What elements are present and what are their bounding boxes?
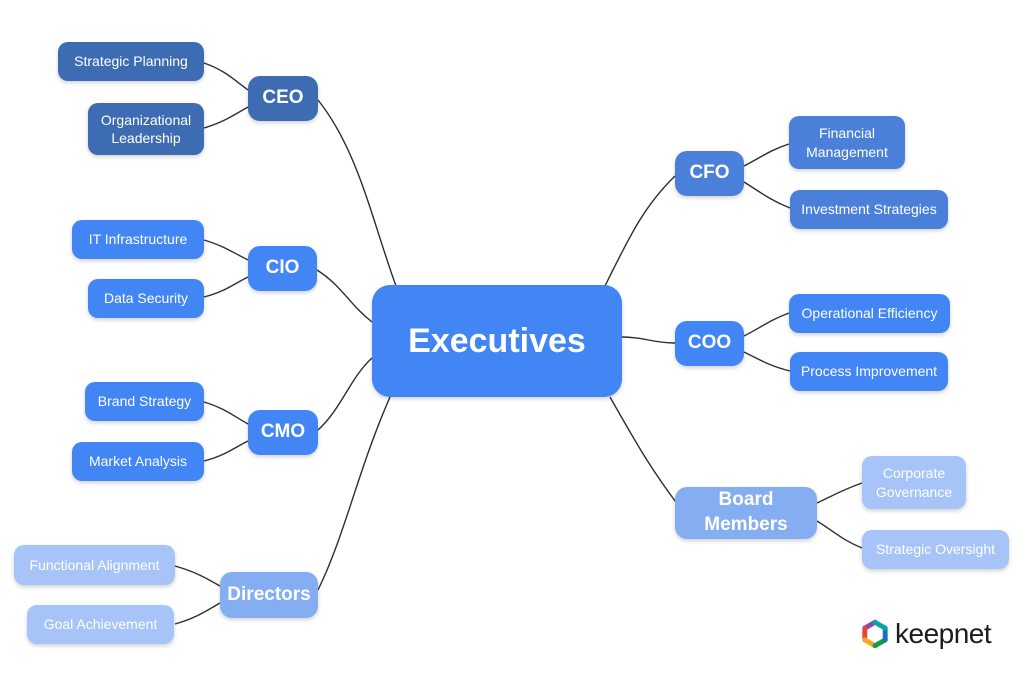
node-it-infrastructure: IT Infrastructure	[72, 220, 204, 259]
node-functional-alignment: Functional Alignment	[14, 545, 175, 585]
node-executives: Executives	[372, 285, 622, 397]
node-coo: COO	[675, 321, 744, 366]
node-organizational-leadership: Organizational Leadership	[88, 103, 204, 155]
node-strategic-planning: Strategic Planning	[58, 42, 204, 81]
node-process-improvement: Process Improvement	[790, 352, 948, 391]
node-directors: Directors	[220, 572, 318, 618]
node-board-members: Board Members	[675, 487, 817, 539]
node-cmo: CMO	[248, 410, 318, 455]
node-financial-management: Financial Management	[789, 116, 905, 169]
keepnet-logo-text: keepnet	[895, 618, 992, 649]
node-data-security: Data Security	[88, 279, 204, 318]
keepnet-hexagon-icon	[862, 619, 888, 649]
node-cio: CIO	[248, 246, 317, 291]
node-strategic-oversight: Strategic Oversight	[862, 530, 1009, 569]
node-ceo: CEO	[248, 76, 318, 121]
node-market-analysis: Market Analysis	[72, 442, 204, 481]
node-brand-strategy: Brand Strategy	[85, 382, 204, 421]
node-corporate-governance: Corporate Governance	[862, 456, 966, 509]
node-operational-efficiency: Operational Efficiency	[789, 294, 950, 333]
node-investment-strategies: Investment Strategies	[790, 190, 948, 229]
node-cfo: CFO	[675, 151, 744, 196]
keepnet-logo: keepnet	[860, 618, 992, 650]
node-goal-achievement: Goal Achievement	[27, 605, 174, 644]
